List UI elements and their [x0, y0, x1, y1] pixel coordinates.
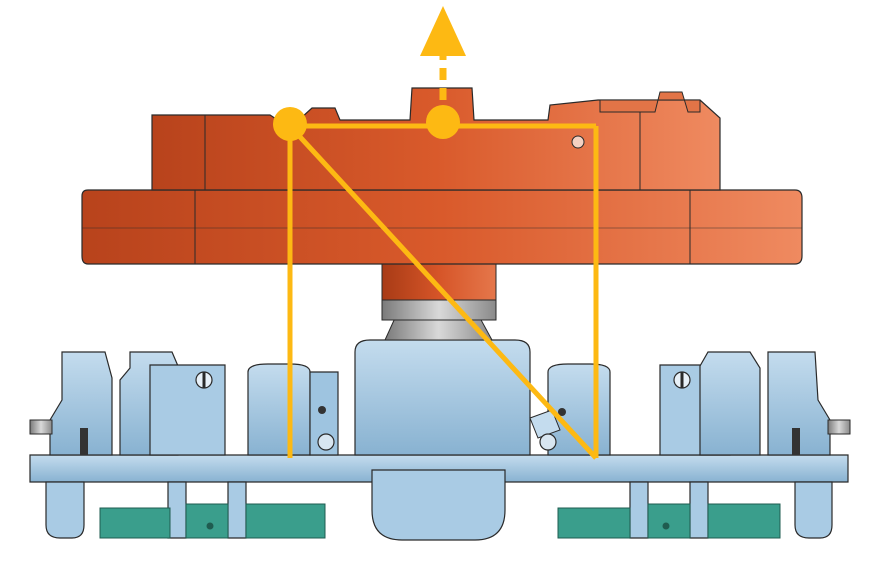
center-lug: [371, 469, 506, 541]
right-pin: [827, 419, 851, 435]
kinematic-overlay: [273, 6, 599, 460]
left-foot: [45, 481, 85, 539]
green-part-left: [99, 507, 171, 539]
orange-flange: [81, 189, 803, 265]
right-bracket: [767, 351, 831, 456]
green-part-left-3: [245, 503, 326, 539]
green-part-right-3: [707, 503, 781, 539]
left-pin: [29, 419, 53, 435]
right-bracket-2: [699, 351, 761, 456]
left-block: [149, 364, 226, 456]
pivot-center-icon: [426, 105, 460, 139]
right-eyelet: [539, 433, 557, 451]
upper-part: [81, 87, 803, 265]
lower-fixture: [29, 339, 851, 541]
green-part-left-2: [185, 503, 229, 539]
left-cylinder: [247, 363, 311, 456]
center-block: [354, 339, 531, 456]
orange-boss: [599, 91, 701, 113]
green-part-right-2: [647, 503, 691, 539]
grey-collar: [381, 297, 497, 321]
orange-body: [151, 87, 721, 191]
green-part-right: [557, 507, 631, 539]
arrow-head-icon: [420, 6, 466, 56]
diagonal-link: [288, 124, 598, 460]
upper-hole-right: [571, 135, 585, 149]
right-foot: [794, 481, 833, 539]
pivot-left-icon: [273, 107, 307, 141]
left-eyelet: [317, 433, 335, 451]
coupling: [381, 254, 497, 341]
